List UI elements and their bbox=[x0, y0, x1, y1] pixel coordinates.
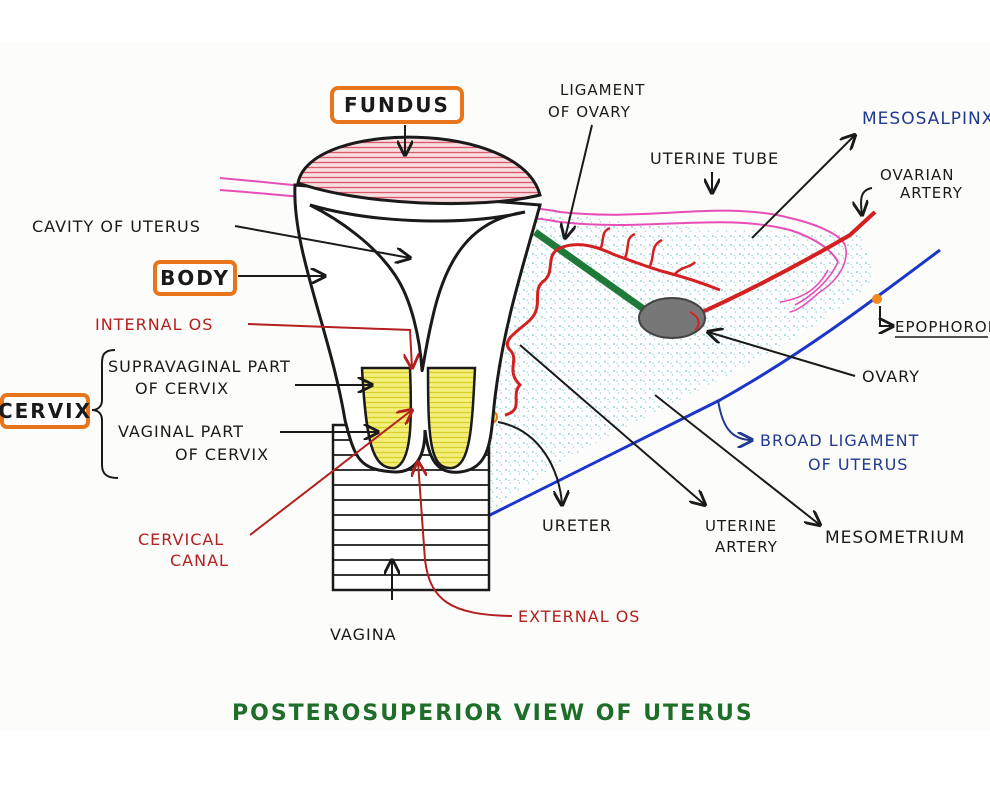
mesosalpinx-label: MESOSALPINX bbox=[862, 109, 990, 129]
broad-ligament-label-1: BROAD LIGAMENT bbox=[760, 431, 919, 450]
supravaginal-label-1: SUPRAVAGINAL PART bbox=[108, 357, 291, 376]
vagina-label: VAGINA bbox=[330, 625, 397, 644]
broad-ligament-line bbox=[479, 248, 941, 522]
internal-os-label: INTERNAL OS bbox=[95, 315, 213, 334]
fimbriae bbox=[779, 244, 847, 313]
epophoron-label: EPOPHORON bbox=[895, 318, 990, 336]
broad-ligament-label-2: OF UTERUS bbox=[808, 455, 908, 474]
ovarian-artery-label-2: ARTERY bbox=[900, 184, 963, 202]
cavity-label: CAVITY OF UTERUS bbox=[32, 217, 201, 236]
fundus-label-box bbox=[330, 86, 464, 124]
epophoron-dot bbox=[872, 294, 882, 304]
vaginal-part-label-1: VAGINAL PART bbox=[118, 422, 244, 441]
uterine-tube-label: UTERINE TUBE bbox=[650, 149, 779, 168]
ovary-label: OVARY bbox=[862, 367, 920, 386]
fundus-label: FUNDUS bbox=[344, 93, 450, 117]
ureter-label: URETER bbox=[542, 516, 612, 535]
body-label: BODY bbox=[160, 266, 230, 290]
vaginal-part-label-2: OF CERVIX bbox=[175, 445, 269, 464]
body-label-box bbox=[153, 260, 237, 296]
uterine-artery bbox=[504, 243, 721, 417]
cervix-label-box bbox=[0, 393, 90, 429]
ligament-of-ovary bbox=[532, 229, 648, 313]
uterine-artery-label-1: UTERINE bbox=[705, 517, 777, 535]
cervix-left bbox=[360, 366, 413, 470]
uterine-artery-label-2: ARTERY bbox=[715, 538, 778, 556]
broad-ligament-area bbox=[480, 210, 875, 520]
external-os-label: EXTERNAL OS bbox=[518, 607, 640, 626]
cervix-right bbox=[426, 366, 477, 470]
ovary bbox=[638, 297, 706, 339]
cervix-label: CERVIX bbox=[0, 399, 92, 423]
cavity-of-uterus bbox=[309, 203, 526, 373]
fundus bbox=[296, 135, 542, 206]
ligament-of-ovary-label-1: LIGAMENT bbox=[560, 81, 645, 99]
ligament-of-ovary-label-2: OF OVARY bbox=[548, 103, 631, 121]
cervical-canal-label-1: CERVICAL bbox=[138, 530, 224, 549]
ovarian-artery-label-1: OVARIAN bbox=[880, 166, 954, 184]
cervical-canal-label-2: CANAL bbox=[170, 551, 229, 570]
diagram-title: POSTEROSUPERIOR VIEW OF UTERUS bbox=[232, 701, 754, 726]
mesometrium-label: MESOMETRIUM bbox=[825, 528, 965, 548]
supravaginal-label-2: OF CERVIX bbox=[135, 379, 229, 398]
